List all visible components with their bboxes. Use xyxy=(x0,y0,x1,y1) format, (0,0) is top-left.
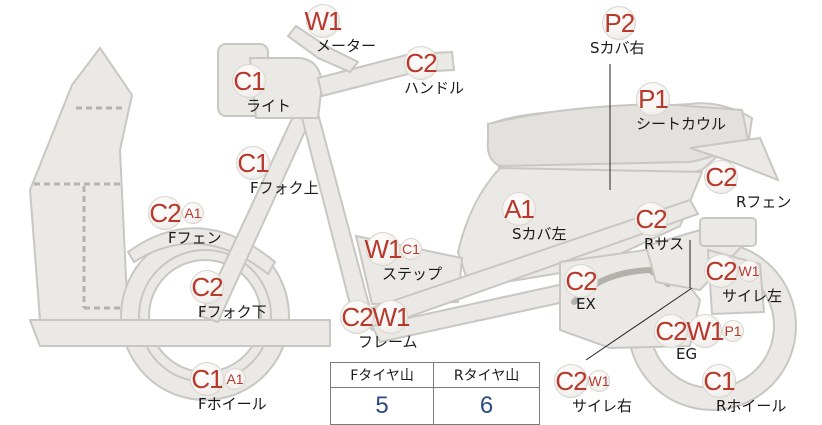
label-engine: C2W1P1 EG xyxy=(654,314,744,363)
front-tread-value: 5 xyxy=(329,387,435,425)
badge: C2 xyxy=(634,202,668,236)
badge: W1 xyxy=(373,300,411,334)
part-name: Sカバ左 xyxy=(512,225,567,243)
label-step: W1C1 ステップ xyxy=(365,232,443,284)
badge: C1 xyxy=(236,146,270,180)
label-s-cover-right: P2 Sカバ右 xyxy=(590,6,645,58)
badge: W1 xyxy=(738,260,760,282)
label-r-fender: C2 Rフェン xyxy=(704,160,791,212)
part-name: シートカウル xyxy=(636,115,727,133)
part-name: EX xyxy=(576,295,596,313)
part-name: Fホイール xyxy=(198,395,267,413)
part-name: Rフェン xyxy=(736,193,792,211)
label-handle: C2 ハンドル xyxy=(404,46,464,98)
badge: C2 xyxy=(190,270,224,304)
part-name: Fフォク上 xyxy=(250,179,319,197)
badge: W1 xyxy=(687,314,725,348)
badge: C1 xyxy=(400,238,422,260)
badge: C1 xyxy=(702,364,736,398)
label-seat-cowl: P1 シートカウル xyxy=(636,82,726,134)
rear-shock-cap xyxy=(699,217,757,247)
leader-muffler-right xyxy=(585,287,693,361)
part-name: メーター xyxy=(316,37,377,55)
rear-tread-header: Rタイヤ山 xyxy=(433,362,540,388)
badge: W1 xyxy=(365,232,403,266)
part-name: ハンドル xyxy=(404,79,465,97)
part-name: Sカバ右 xyxy=(590,39,645,57)
badge: C1 xyxy=(232,64,266,98)
badge: W1 xyxy=(305,4,343,38)
headlight-cowl xyxy=(248,57,324,119)
label-exhaust: C2 EX xyxy=(564,264,598,313)
table-header-row: Fタイヤ山 Rタイヤ山 xyxy=(329,362,540,388)
part-name: ライト xyxy=(246,97,292,115)
part-name: Fフォク下 xyxy=(198,303,267,321)
badge: C2 xyxy=(404,46,438,80)
label-light: C1 ライト xyxy=(232,64,291,116)
part-name: サイレ左 xyxy=(722,287,783,305)
part-name: ステップ xyxy=(382,265,443,283)
badge: P2 xyxy=(602,6,637,40)
badge: C2 xyxy=(654,314,688,348)
badge: A1 xyxy=(224,368,246,390)
label-r-suspension: C2 Rサス xyxy=(634,202,684,254)
badge: C2 xyxy=(148,196,182,230)
part-name: Fフェン xyxy=(168,229,222,247)
tread-depth-table: Fタイヤ山 Rタイヤ山 5 6 xyxy=(329,362,540,425)
badge: P1 xyxy=(722,320,744,342)
badge: C2 xyxy=(704,254,738,288)
label-meter: W1 メーター xyxy=(305,4,377,56)
badge: W1 xyxy=(588,370,610,392)
front-tread-header: Fタイヤ山 xyxy=(329,362,435,388)
floor-panel xyxy=(28,319,331,347)
part-name: フレーム xyxy=(358,333,418,351)
label-f-fork-upper: C1 Fフォク上 xyxy=(236,146,319,198)
meter-stem xyxy=(286,24,360,74)
label-frame: C2W1 フレーム xyxy=(340,300,418,352)
badge: A1 xyxy=(182,202,204,224)
label-s-cover-left: A1 Sカバ左 xyxy=(502,192,567,244)
rear-tread-value: 6 xyxy=(433,387,540,425)
badge: C2 xyxy=(704,160,738,194)
badge: C1 xyxy=(190,362,224,396)
down-tube xyxy=(298,104,374,322)
label-f-fork-lower: C2 Fフォク下 xyxy=(190,270,267,322)
part-name: Rホイール xyxy=(716,397,787,415)
badge: C2 xyxy=(340,300,374,334)
badge: C2 xyxy=(564,264,598,298)
badge: A1 xyxy=(502,192,536,226)
part-name: EG xyxy=(676,345,698,363)
table-row: 5 6 xyxy=(329,387,540,425)
part-name: サイレ右 xyxy=(572,397,633,415)
badge: P1 xyxy=(636,82,670,116)
label-r-wheel: C1 Rホイール xyxy=(702,364,786,416)
rear-tail xyxy=(689,136,780,182)
part-name: Rサス xyxy=(644,235,685,253)
badge: C2 xyxy=(554,364,588,398)
